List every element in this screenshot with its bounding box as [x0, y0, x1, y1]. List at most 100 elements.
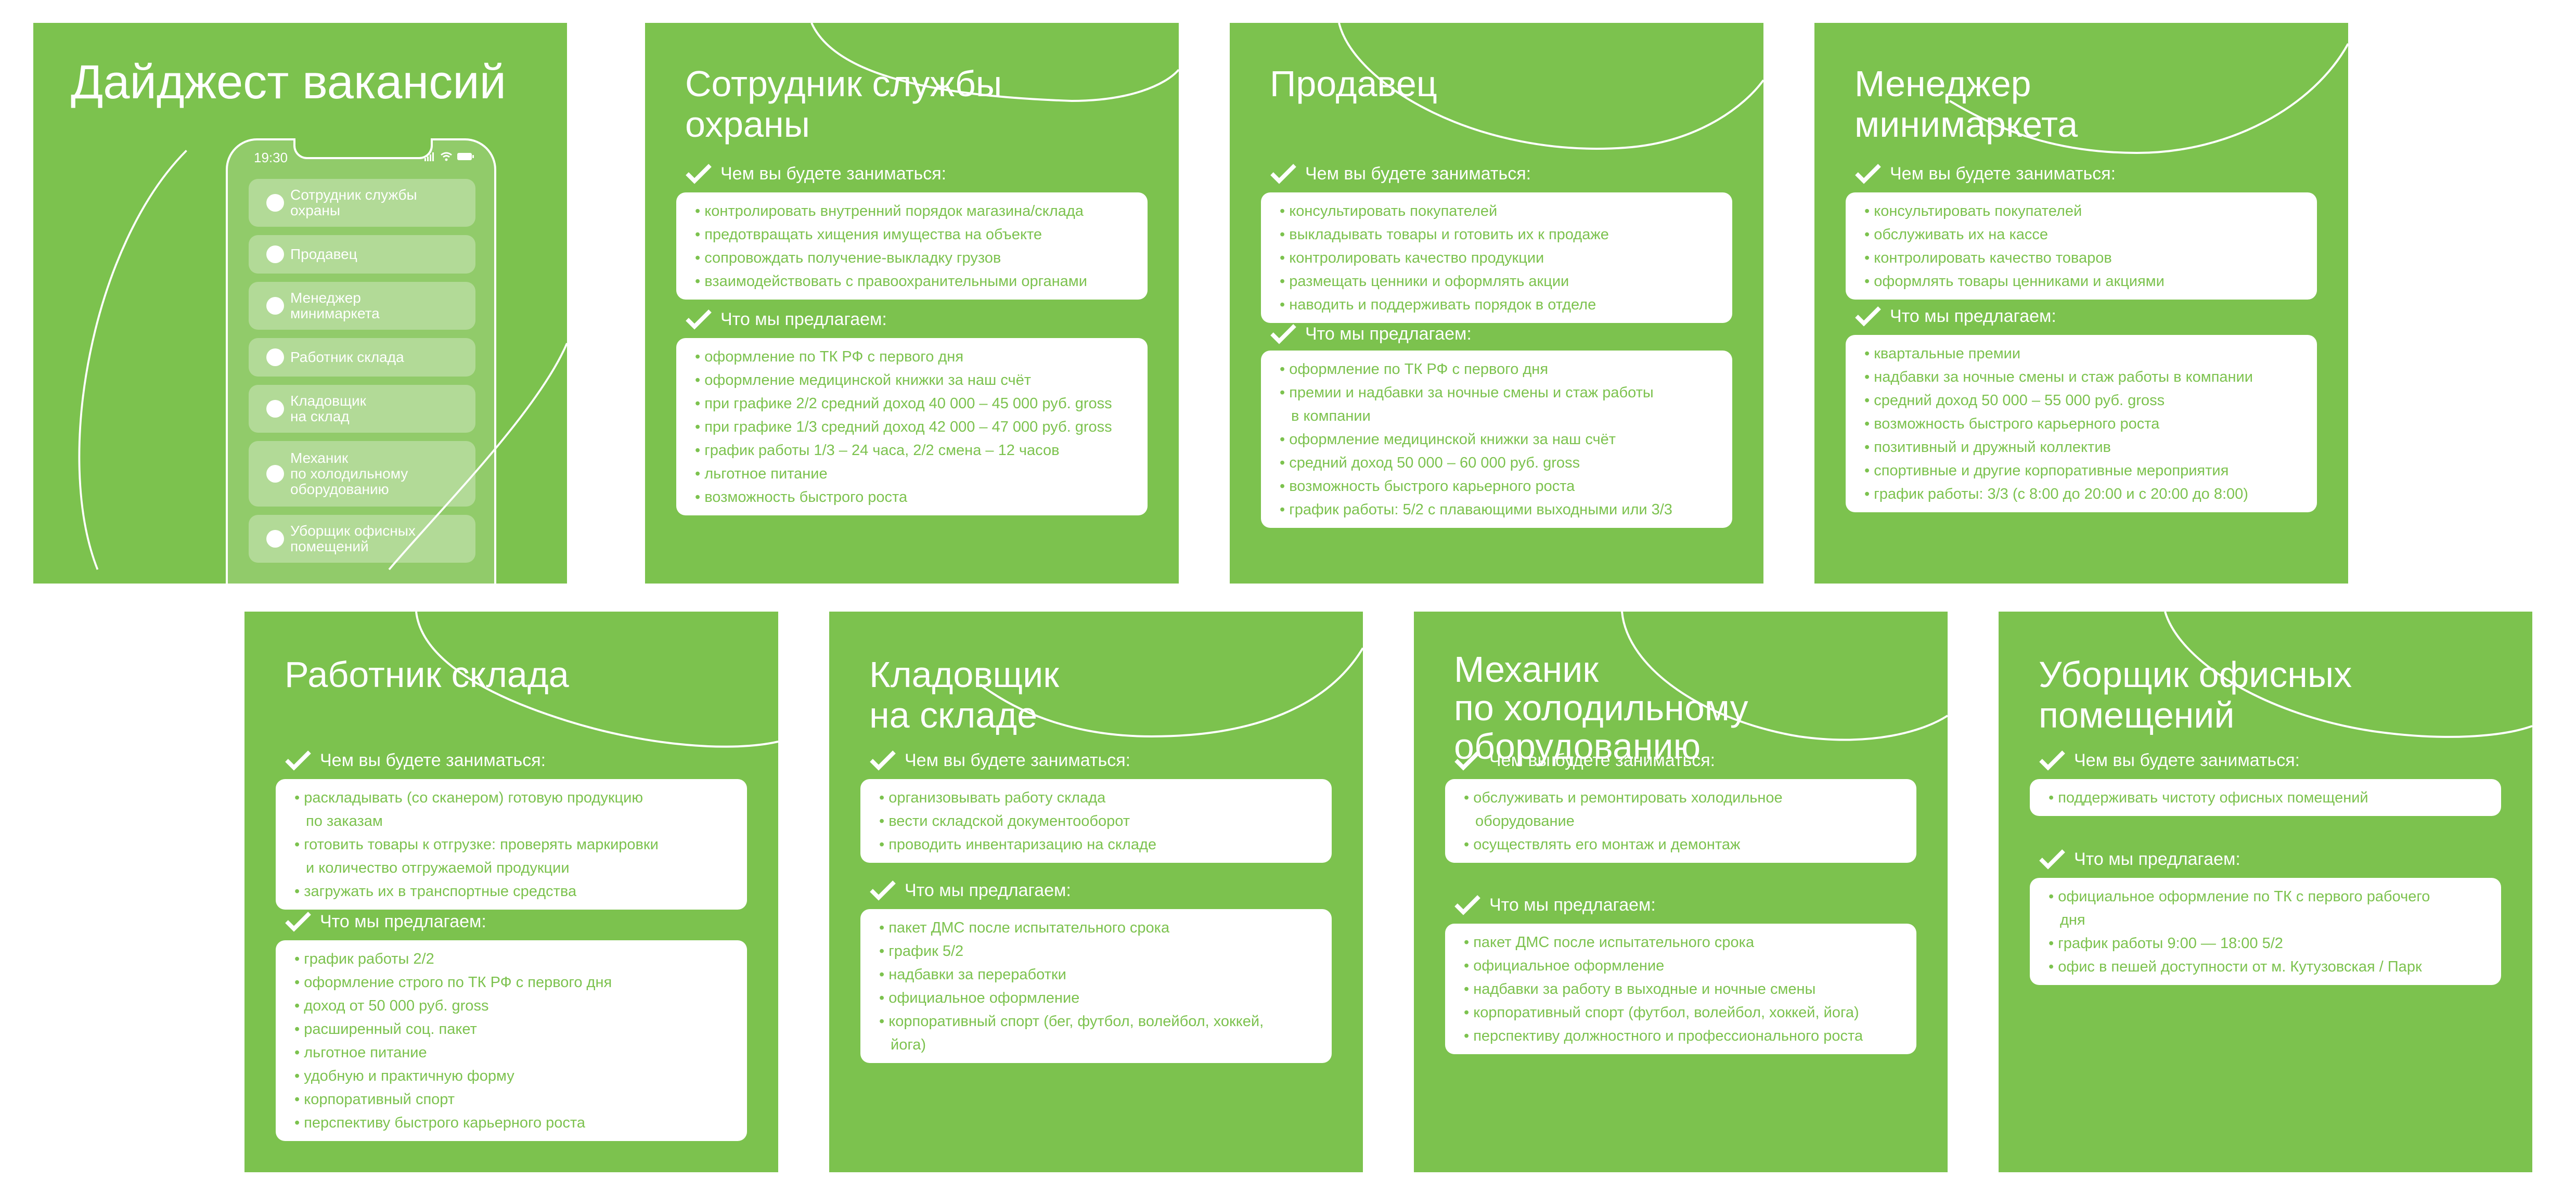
menu-item-label: Механик по холодильному оборудованию — [290, 450, 408, 497]
offer-item: график работы 1/3 – 24 часа, 2/2 смена –… — [695, 439, 1132, 462]
offer-item: корпоративный спорт (бег, футбол, волейб… — [879, 1010, 1316, 1057]
duties-box: поддерживать чистоту офисных помещений — [2030, 779, 2501, 816]
vacancy-card-manager: Менеджер минимаркета Чем вы будете заним… — [1814, 23, 2348, 584]
offer-item: официальное оформление по ТК с первого р… — [2049, 885, 2485, 932]
menu-item-cleaner[interactable]: Уборщик офисных помещений — [249, 515, 475, 563]
offers-label: Что мы предлагаем: — [320, 911, 486, 931]
duties-heading: Чем вы будете заниматься: — [1854, 163, 2116, 184]
offer-item: спортивные и другие корпоративные меропр… — [1864, 459, 2301, 483]
check-icon — [870, 750, 896, 771]
offer-item: перспективу должностного и профессиональ… — [1464, 1025, 1901, 1048]
check-icon — [1855, 306, 1881, 327]
check-icon — [1454, 750, 1480, 771]
vacancy-menu: Сотрудник службы охраны Продавец Менедже… — [249, 179, 475, 571]
offers-heading: Что мы предлагаем: — [1270, 323, 1472, 344]
menu-item-label: Работник склада — [290, 349, 404, 365]
check-icon — [285, 750, 311, 771]
menu-item-dot — [266, 297, 284, 315]
vacancy-title: Работник склада — [285, 654, 569, 695]
offer-item: официальное оформление — [879, 987, 1316, 1010]
offer-item: льготное питание — [695, 462, 1132, 486]
menu-item-warehouse-worker[interactable]: Работник склада — [249, 338, 475, 377]
digest-title: Дайджест вакансий — [71, 56, 506, 109]
vacancy-card-security: Сотрудник службы охраны Чем вы будете за… — [645, 23, 1179, 584]
offer-item: график работы: 3/3 (с 8:00 до 20:00 и с … — [1864, 483, 2301, 506]
duties-heading: Чем вы будете заниматься: — [1270, 163, 1531, 184]
offer-item: график работы 9:00 — 18:00 5/2 — [2049, 932, 2485, 955]
duties-label: Чем вы будете заниматься: — [1489, 750, 1716, 770]
duty-item: консультировать покупателей — [1280, 200, 1717, 223]
duties-heading: Чем вы будете заниматься: — [285, 750, 546, 771]
duties-label: Чем вы будете заниматься: — [905, 750, 1131, 770]
duty-item: контролировать внутренний порядок магази… — [695, 200, 1132, 223]
menu-item-label: Продавец — [290, 246, 357, 262]
battery-icon — [457, 153, 474, 160]
offers-box: оформление по ТК РФ с первого дня премии… — [1261, 351, 1732, 528]
duty-item: поддерживать чистоту офисных помещений — [2049, 786, 2485, 810]
vacancy-title: Кладовщик на складе — [869, 654, 1059, 735]
offer-item: оформление строго по ТК РФ с первого дня — [294, 971, 731, 994]
duty-item: обслуживать их на кассе — [1864, 223, 2301, 247]
menu-item-dot — [266, 194, 284, 212]
offer-item: позитивный и дружный коллектив — [1864, 436, 2301, 459]
phone-notch — [293, 138, 433, 159]
digest-card: Дайджест вакансий 19:30 Сотрудник службы… — [33, 23, 567, 584]
duties-box: консультировать покупателей обслуживать … — [1846, 192, 2317, 300]
duty-item: сопровождать получение-выкладку грузов — [695, 247, 1132, 270]
offers-heading: Что мы предлагаем: — [869, 880, 1071, 901]
duties-label: Чем вы будете заниматься: — [320, 750, 546, 770]
offers-label: Что мы предлагаем: — [1489, 895, 1656, 915]
menu-item-dot — [266, 530, 284, 548]
offers-box: официальное оформление по ТК с первого р… — [2030, 878, 2501, 985]
duties-heading: Чем вы будете заниматься: — [1454, 750, 1715, 771]
offers-label: Что мы предлагаем: — [1305, 323, 1472, 344]
menu-item-dot — [266, 348, 284, 366]
duties-heading: Чем вы будете заниматься: — [869, 750, 1130, 771]
offer-item: удобную и практичную форму — [294, 1065, 731, 1088]
duties-label: Чем вы будете заниматься: — [1890, 163, 2116, 184]
offer-item: корпоративный спорт — [294, 1088, 731, 1111]
offers-heading: Что мы предлагаем: — [1454, 895, 1656, 915]
offers-box: график работы 2/2 оформление строго по Т… — [276, 940, 747, 1141]
menu-item-storekeeper[interactable]: Кладовщик на склад — [249, 385, 475, 433]
duties-label: Чем вы будете заниматься: — [720, 163, 947, 184]
offer-item: оформление медицинской книжки за наш счё… — [695, 369, 1132, 392]
offer-item: оформление по ТК РФ с первого дня — [1280, 358, 1717, 381]
duty-item: проводить инвентаризацию на складе — [879, 833, 1316, 857]
menu-item-seller[interactable]: Продавец — [249, 235, 475, 274]
duty-item: оформлять товары ценниками и акциями — [1864, 270, 2301, 293]
duty-item: обслуживать и ремонтировать холодильное … — [1464, 786, 1901, 833]
menu-item-security[interactable]: Сотрудник службы охраны — [249, 179, 475, 227]
vacancy-card-cleaner: Уборщик офисных помещений Чем вы будете … — [1999, 612, 2532, 1172]
duty-item: раскладывать (со сканером) готовую проду… — [294, 786, 731, 833]
offer-item: надбавки за работу в выходные и ночные с… — [1464, 978, 1901, 1001]
check-icon — [2039, 750, 2065, 771]
offers-box: квартальные премии надбавки за ночные см… — [1846, 335, 2317, 512]
menu-item-manager[interactable]: Менеджер минимаркета — [249, 282, 475, 330]
menu-item-label: Менеджер минимаркета — [290, 290, 380, 321]
offer-item: возможность быстрого роста — [695, 486, 1132, 509]
duties-heading: Чем вы будете заниматься: — [685, 163, 946, 184]
menu-item-label: Сотрудник службы охраны — [290, 187, 417, 218]
offers-heading: Что мы предлагаем: — [2039, 849, 2240, 870]
status-icons — [424, 152, 474, 161]
offer-item: оформление по ТК РФ с первого дня — [695, 345, 1132, 369]
check-icon — [1855, 164, 1881, 184]
offer-item: средний доход 50 000 – 55 000 руб. gross — [1864, 389, 2301, 412]
check-icon — [2039, 849, 2065, 870]
offer-item: оформление медицинской книжки за наш счё… — [1280, 428, 1717, 451]
offer-item: официальное оформление — [1464, 954, 1901, 978]
offer-item: доход от 50 000 руб. gross — [294, 994, 731, 1018]
offer-item: надбавки за переработки — [879, 963, 1316, 987]
duties-box: обслуживать и ремонтировать холодильное … — [1445, 779, 1916, 863]
offers-label: Что мы предлагаем: — [720, 309, 887, 329]
check-icon — [1270, 164, 1296, 184]
offers-label: Что мы предлагаем: — [905, 880, 1071, 900]
duty-item: консультировать покупателей — [1864, 200, 2301, 223]
offer-item: перспективу быстрого карьерного роста — [294, 1111, 731, 1135]
offer-item: премии и надбавки за ночные смены и стаж… — [1280, 381, 1717, 428]
menu-item-dot — [266, 245, 284, 263]
duties-label: Чем вы будете заниматься: — [1305, 163, 1531, 184]
check-icon — [686, 309, 712, 330]
menu-item-mechanic[interactable]: Механик по холодильному оборудованию — [249, 441, 475, 507]
